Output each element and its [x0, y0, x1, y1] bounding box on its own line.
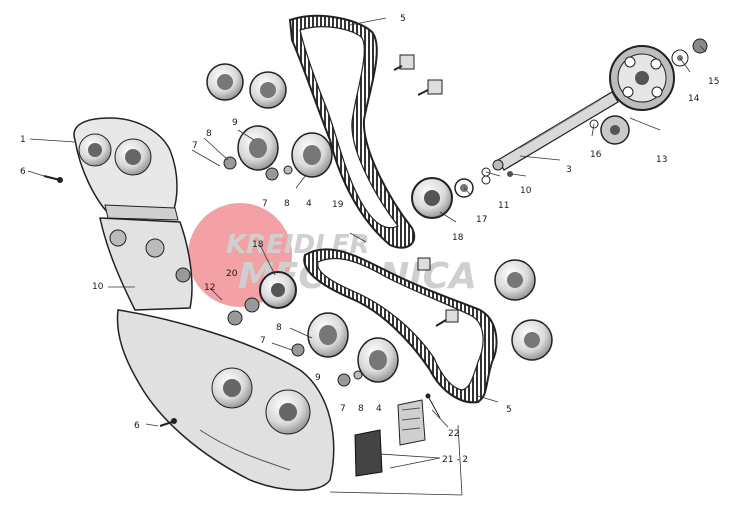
- drive-shaft-3: [492, 91, 619, 171]
- upper-belt-cover: [73, 117, 179, 221]
- callout-labels: 1 6 5 15 14 13 16 3 10 11 17 18 8 9 7 7 …: [20, 14, 719, 465]
- callout-10: 10: [520, 186, 532, 196]
- callout-15: 15: [708, 77, 719, 87]
- callout-3: 3: [566, 165, 572, 175]
- callout-6-upper: 6: [20, 167, 26, 177]
- tensioner-rollers-upper: [223, 125, 333, 181]
- callout-13: 13: [656, 155, 667, 165]
- callout-4-lower: 4: [376, 404, 382, 414]
- callout-5-lower: 5: [506, 405, 512, 415]
- camshaft-pulleys-lower: [494, 259, 553, 361]
- callout-20: 20: [226, 269, 238, 279]
- callout-7-upper: 7: [262, 199, 268, 209]
- callout-19: 19: [332, 200, 344, 210]
- callout-21-2: 21 - 2: [442, 455, 468, 465]
- camshaft-pulleys-upper: [206, 63, 287, 109]
- cover-screws: [43, 175, 177, 427]
- callout-11: 11: [498, 201, 509, 211]
- lower-timing-belt: [303, 248, 498, 404]
- upper-timing-belt: [288, 14, 416, 249]
- callout-8-lower-right: 8: [358, 404, 364, 414]
- callout-18-lower: 18: [252, 240, 264, 250]
- tensioner-rollers-lower: [291, 312, 399, 387]
- callout-7-upper-left: 7: [192, 141, 198, 151]
- callout-22: 22: [448, 429, 459, 439]
- callout-4-upper: 4: [306, 199, 312, 209]
- callout-7-lower-left: 7: [260, 336, 266, 346]
- cover-bracket-parts: [354, 393, 441, 477]
- callout-14: 14: [688, 94, 700, 104]
- lower-belt-cover: [116, 309, 335, 491]
- drive-pulley-lower: [227, 271, 297, 326]
- callout-8-upper: 8: [206, 129, 212, 139]
- callout-18-upper: 18: [452, 233, 464, 243]
- large-gear-13: [600, 45, 675, 145]
- callout-7-lower: 7: [340, 404, 346, 414]
- callout-8-lower: 8: [276, 323, 282, 333]
- callout-1: 1: [20, 135, 26, 145]
- callout-12: 12: [204, 283, 215, 293]
- callout-8-upper-right: 8: [284, 199, 290, 209]
- callout-16: 16: [590, 150, 602, 160]
- stud-bolts: [393, 54, 459, 327]
- callout-17: 17: [476, 215, 487, 225]
- callout-9-upper: 9: [232, 118, 238, 128]
- callout-6-lower: 6: [134, 421, 140, 431]
- middle-belt-cover: [99, 217, 193, 311]
- callout-9-lower: 9: [315, 373, 321, 383]
- gear-washers-14-15: [671, 38, 708, 67]
- callout-10-left: 10: [92, 282, 104, 292]
- drive-pulley-18: [411, 175, 491, 219]
- callout-5-upper: 5: [400, 14, 406, 24]
- leader-lines: [27, 17, 707, 496]
